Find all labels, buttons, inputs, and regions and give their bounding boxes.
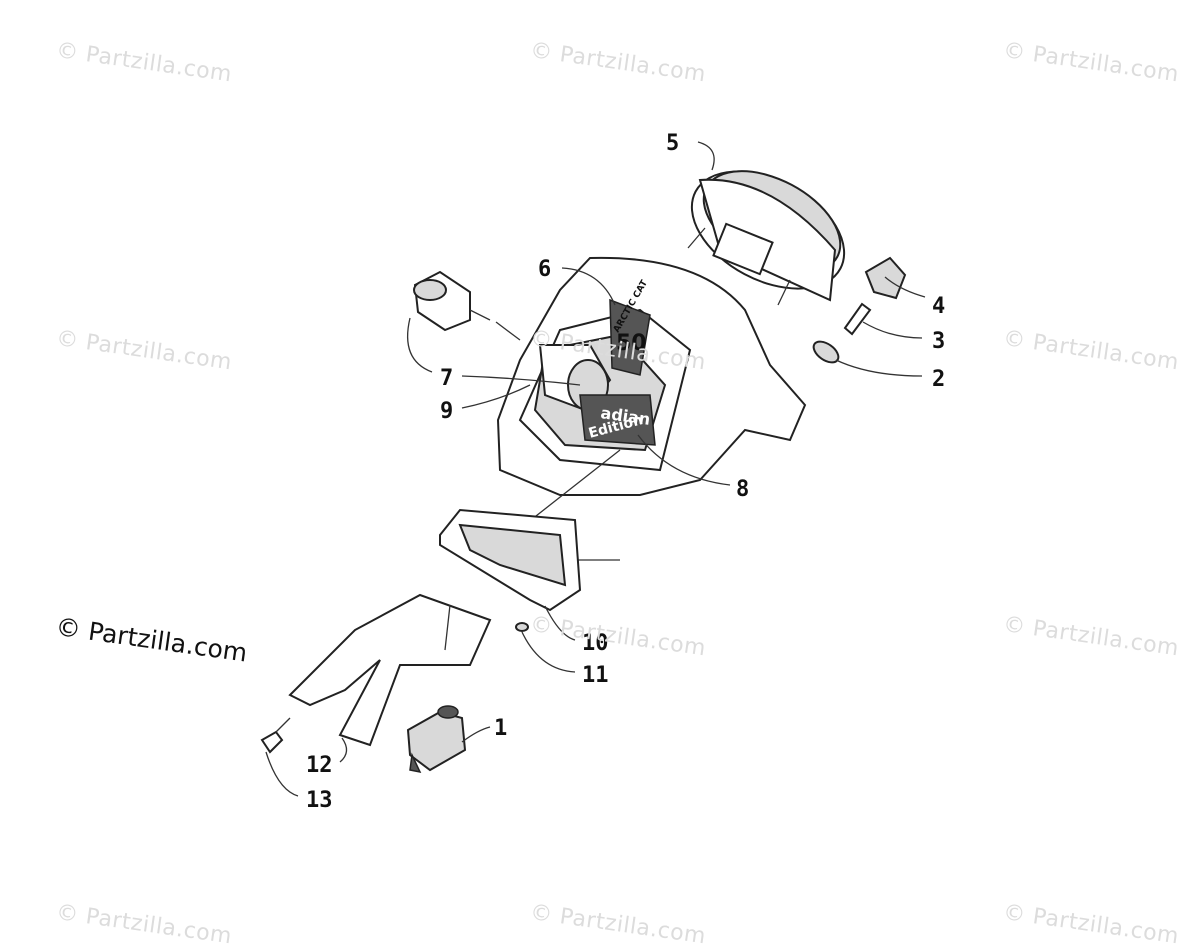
callout-13: 13 <box>306 788 333 813</box>
callout-4: 4 <box>932 294 945 319</box>
callout-2: 2 <box>932 367 945 392</box>
callout-6: 6 <box>538 257 551 282</box>
callout-3: 3 <box>932 329 945 354</box>
decal-number: 50 <box>616 331 647 356</box>
switch-part[interactable] <box>406 705 467 774</box>
callout-7: 7 <box>440 366 453 391</box>
callout-11: 11 <box>582 663 609 688</box>
speedometer-part[interactable] <box>672 147 864 312</box>
instrument-pod-housing[interactable] <box>478 256 807 561</box>
frame-part[interactable] <box>439 508 582 612</box>
bezel-part[interactable] <box>810 337 842 366</box>
callout-12: 12 <box>306 753 333 778</box>
callout-9: 9 <box>440 399 453 424</box>
callout-labels: 5 6 4 3 2 7 9 8 10 11 1 12 13 <box>306 131 945 813</box>
callout-8: 8 <box>736 477 749 502</box>
callout-10: 10 <box>582 631 609 656</box>
fitting-part[interactable] <box>515 622 529 632</box>
bracket-part[interactable] <box>288 593 492 747</box>
leader-lines <box>265 141 926 797</box>
callout-1: 1 <box>494 716 507 741</box>
screw-part[interactable] <box>260 717 291 754</box>
callout-5: 5 <box>666 131 679 156</box>
accessory-plug-part[interactable] <box>413 270 521 341</box>
key-part[interactable] <box>843 302 872 336</box>
